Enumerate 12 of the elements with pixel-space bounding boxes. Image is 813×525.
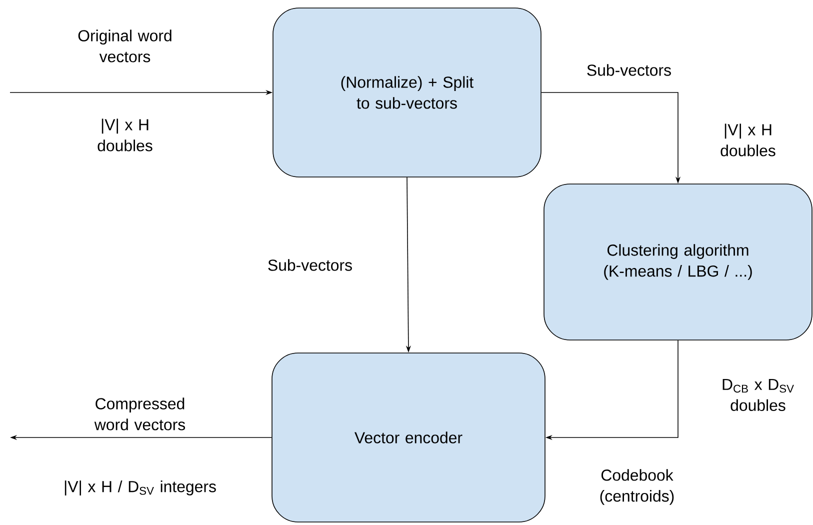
dimension-label: D$_{CB}$ x D$_{SV}$ doubles — [722, 378, 794, 412]
edge-label: Codebook (centroids) — [600, 469, 674, 505]
edge-label: Compressed word vectors — [94, 398, 186, 430]
edge-label: Sub-vectors — [587, 64, 671, 76]
dimension-label: |V| x H doubles — [98, 118, 152, 152]
dimension-label: |V| x H doubles — [720, 124, 776, 156]
process-box: Vector encoder — [272, 352, 546, 522]
edge-label: Sub-vectors — [268, 259, 352, 271]
dimension-label: |V| x H / D$_{SV}$ integers — [64, 480, 216, 496]
process-box: (Normalize) + Split to sub-vectors — [272, 8, 542, 178]
edge-label: Original word vectors — [78, 30, 172, 62]
process-box: Clustering algorithm (K-means / LBG / ...) — [544, 184, 812, 340]
